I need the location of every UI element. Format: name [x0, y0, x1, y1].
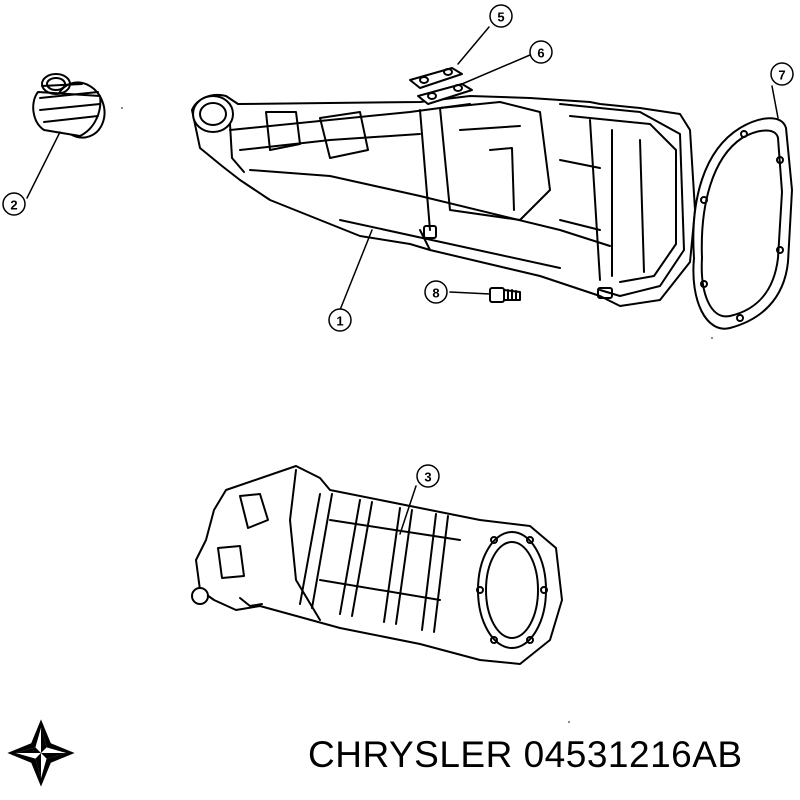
callout-circle-8 — [424, 280, 448, 304]
part-number: 04531216AB — [523, 734, 743, 775]
leader-lines — [26, 26, 779, 535]
lower-housing-part-3 — [191, 465, 563, 665]
callout-label-1: 1 — [336, 314, 343, 329]
seal-boot-part-2 — [32, 73, 106, 139]
callout-label-7: 7 — [778, 68, 785, 83]
callout-label-6: 6 — [537, 46, 544, 61]
chrysler-pentastar-icon — [7, 719, 75, 787]
callout-circle-2 — [2, 192, 26, 216]
callout-circle-3 — [416, 464, 440, 488]
callout-label-8: 8 — [432, 286, 439, 301]
callout-circle-1 — [328, 308, 352, 332]
callout-circle-7 — [770, 62, 794, 86]
brand-name: CHRYSLER — [308, 734, 513, 775]
flange-gasket-part-7 — [692, 117, 793, 330]
callout-label-3: 3 — [424, 470, 431, 485]
part-caption: CHRYSLER 04531216AB — [308, 736, 743, 773]
callout-label-5: 5 — [497, 10, 504, 25]
callout-labels: 1 2 3 5 6 7 8 — [10, 10, 785, 485]
gasket-part-6 — [417, 83, 473, 105]
plate-part-5 — [409, 67, 463, 89]
bolt-part-8 — [489, 287, 521, 303]
callout-circles — [2, 4, 794, 488]
scan-specks — [121, 107, 713, 723]
callout-label-2: 2 — [10, 198, 17, 213]
callout-circle-6 — [529, 40, 553, 64]
callout-circle-5 — [489, 4, 513, 28]
extension-housing-part-1 — [191, 94, 696, 307]
